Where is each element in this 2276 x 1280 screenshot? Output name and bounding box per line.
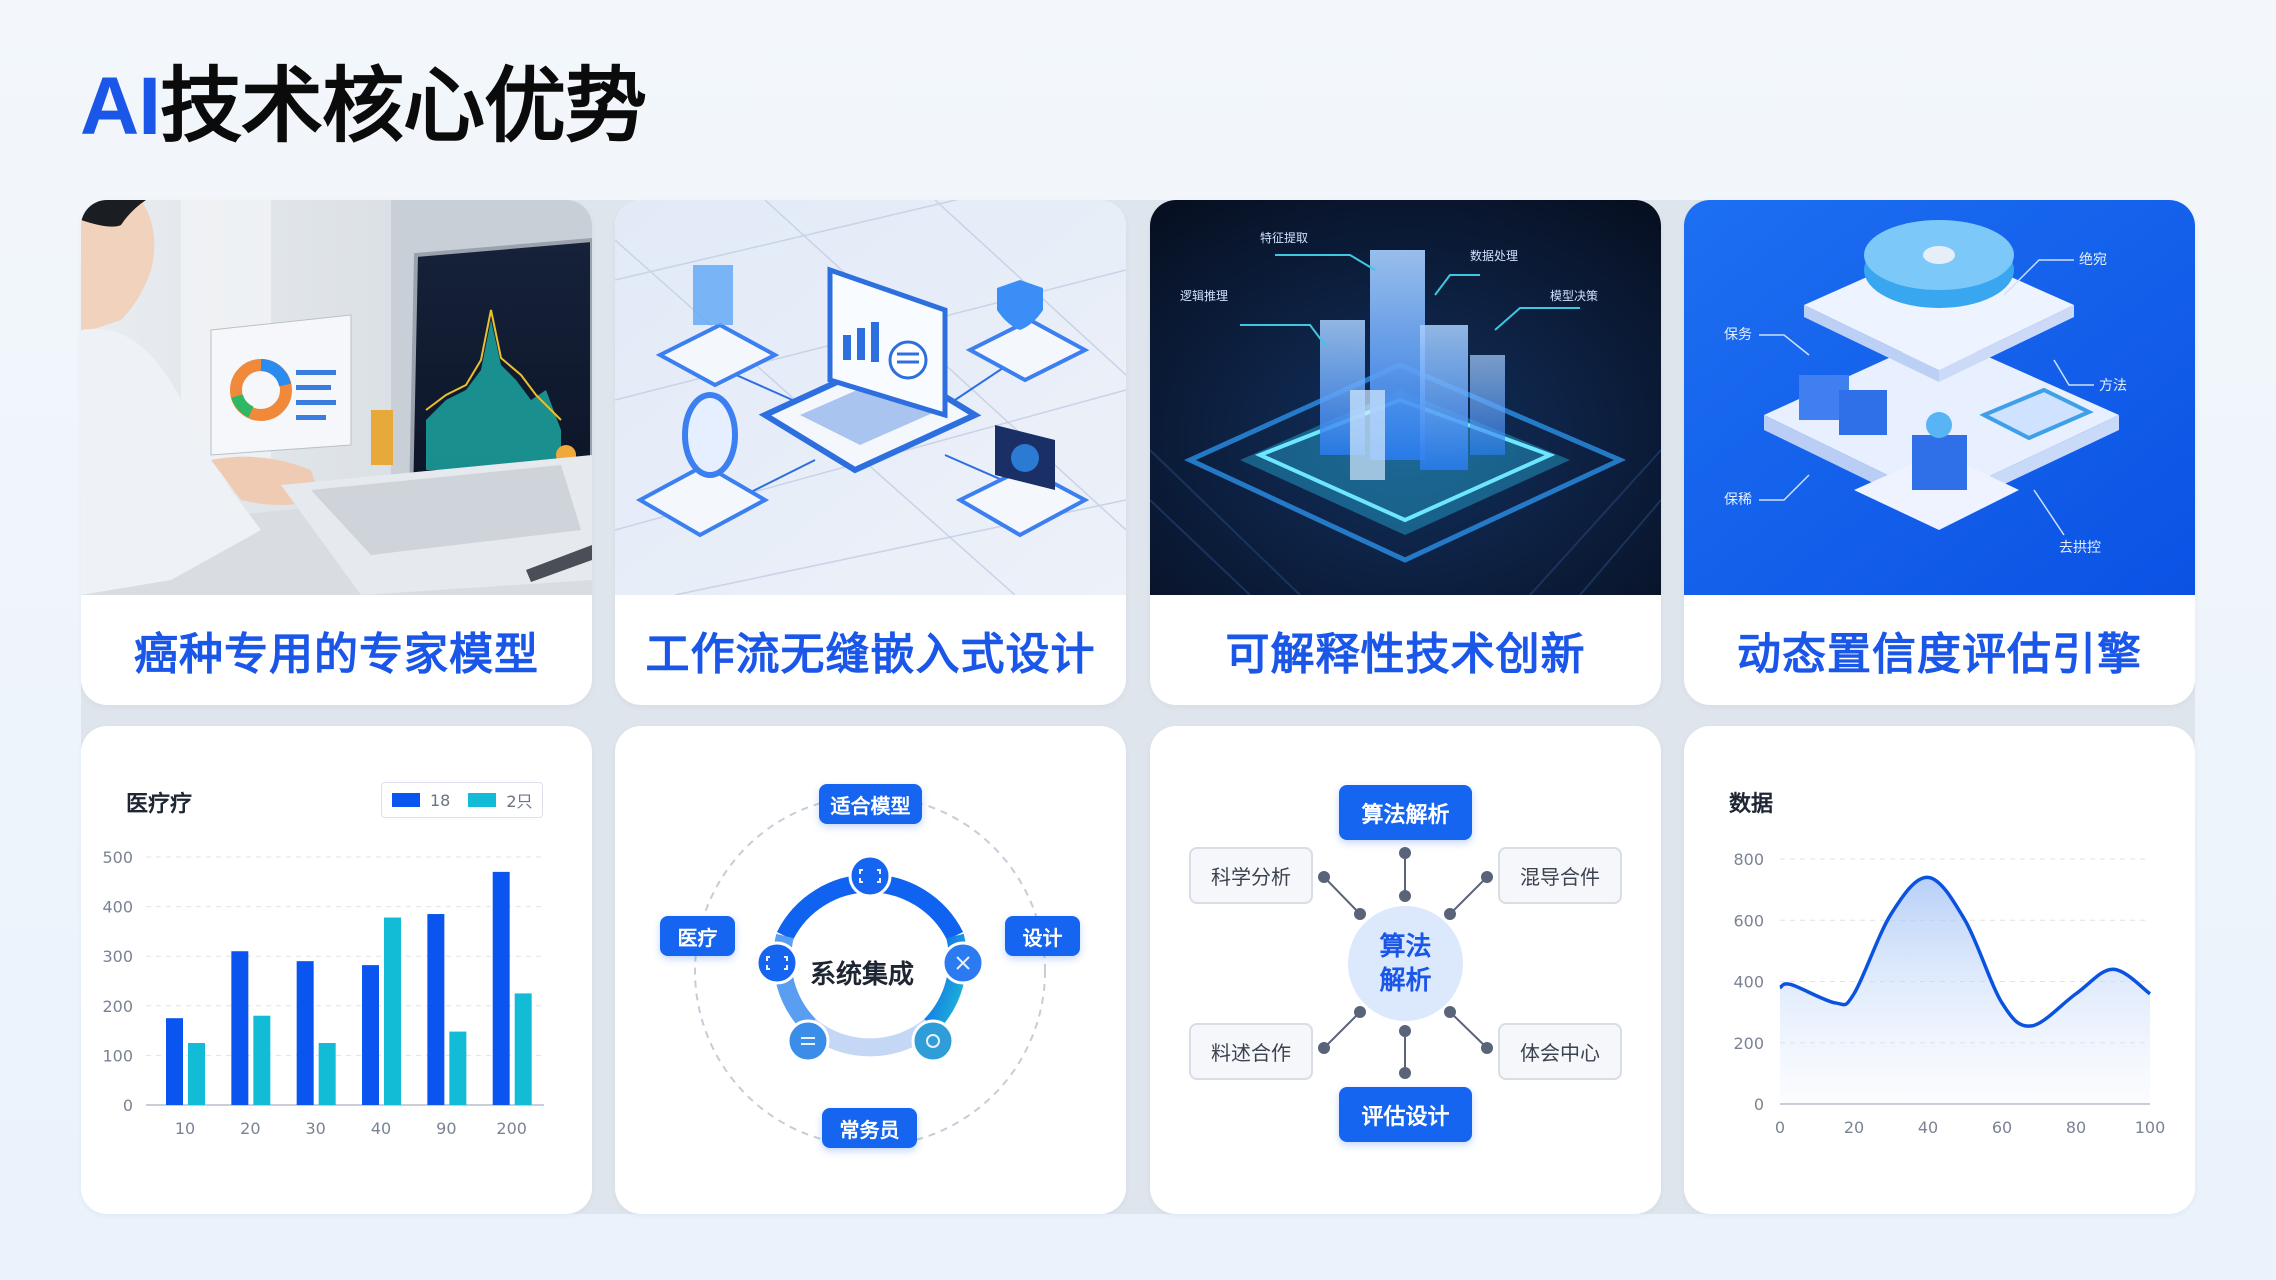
x-tick-label: 0 — [1775, 1118, 1785, 1137]
x-tick-label: 200 — [496, 1119, 527, 1138]
mindmap-connectors — [1318, 847, 1493, 1079]
tower-annotation: 数据处理 — [1470, 248, 1518, 263]
tower-annotation: 特征提取 — [1260, 230, 1308, 245]
ring-node-icon — [848, 854, 892, 898]
hub-line: 解析 — [1379, 965, 1432, 996]
bar — [427, 914, 445, 1105]
ring-node-icon — [911, 1019, 955, 1063]
y-tick-label: 800 — [1733, 850, 1764, 869]
ring-node-icon — [786, 1019, 830, 1063]
bar — [492, 871, 510, 1105]
platform-annotation: 绝宛 — [2079, 252, 2107, 268]
mindmap-node-left-bottom[interactable]: 料述合作 — [1189, 1023, 1313, 1080]
bar — [188, 1043, 205, 1105]
mindmap-node-right-bottom[interactable]: 体会中心 — [1498, 1023, 1622, 1080]
algorithm-mindmap-card: 算法解析 评估设计 算法 解析 科学分析 料述合作 混导合件 体会中心 — [1150, 726, 1661, 1214]
x-tick-label: 60 — [1992, 1118, 2012, 1137]
title-text: 技术核心优势 — [160, 59, 647, 154]
tower-annotation: 模型决策 — [1550, 289, 1598, 303]
bar — [362, 965, 380, 1105]
bar — [253, 1015, 271, 1105]
y-tick-label: 200 — [1733, 1034, 1764, 1053]
card-label: 工作流无缝嵌入式设计 — [645, 629, 1096, 680]
node-pill-bottom[interactable]: 常务员 — [822, 1108, 917, 1148]
mindmap-node-right-top[interactable]: 混导合件 — [1498, 847, 1622, 904]
bar — [384, 917, 402, 1105]
legend-swatch — [468, 793, 497, 807]
node-pill-left[interactable]: 医疗 — [660, 916, 735, 956]
card-label: 动态置信度评估引擎 — [1737, 629, 2142, 680]
bar — [231, 951, 249, 1105]
y-tick-label: 0 — [123, 1096, 133, 1115]
chart-legend: 18 2只 — [381, 782, 543, 818]
platform-annotation: 保务 — [1724, 327, 1752, 343]
legend-label: 18 — [430, 790, 451, 810]
x-tick-label: 100 — [2135, 1118, 2166, 1137]
bar-chart: 0 100 200 300 400 500 10 20 30 40 90 200 — [102, 848, 544, 1138]
mindmap-bottom-pill[interactable]: 评估设计 — [1339, 1087, 1472, 1142]
area-chart: 0 200 400 600 800 0 20 40 60 80 100 — [1733, 850, 2166, 1137]
hub-line: 算法 — [1379, 931, 1432, 962]
y-tick-label: 600 — [1733, 911, 1764, 930]
y-tick-label: 300 — [102, 947, 133, 966]
feature-card-explainability[interactable]: 逻辑推理 特征提取 数据处理 模型决策 可解释性技术创新 — [1150, 200, 1661, 705]
bar — [514, 993, 532, 1105]
mindmap-node-left-top[interactable]: 科学分析 — [1189, 847, 1313, 904]
area-fill — [1780, 877, 2150, 1104]
legend-swatch — [392, 793, 420, 807]
doctor-laptop-illustration — [81, 200, 592, 595]
x-tick-label: 30 — [305, 1119, 325, 1138]
ring-node-icon — [755, 941, 799, 985]
legend-label: 2只 — [506, 792, 533, 811]
x-tick-label: 10 — [175, 1119, 195, 1138]
layered-platform-illustration: 绝宛 保务 方法 保稀 去拱控 — [1684, 200, 2195, 595]
y-tick-label: 0 — [1754, 1095, 1764, 1114]
bar — [166, 1018, 183, 1105]
legend-item: 18 — [392, 791, 450, 810]
node-pill-right[interactable]: 设计 — [1005, 916, 1080, 956]
bar — [449, 1031, 467, 1105]
line-series — [1779, 875, 2152, 1028]
y-tick-label: 100 — [102, 1046, 133, 1065]
mindmap-top-pill[interactable]: 算法解析 — [1339, 785, 1472, 840]
area-chart-card: 数据 0 200 400 600 800 0 20 40 60 80 100 — [1684, 726, 2195, 1214]
bar — [296, 961, 314, 1105]
title-prefix: AI — [80, 61, 161, 152]
mindmap-hub: 算法 解析 — [1348, 906, 1463, 1021]
ring-center-label: 系统集成 — [810, 960, 915, 990]
platform-annotation: 保稀 — [1724, 492, 1752, 508]
page-title: AI技术核心优势 — [80, 52, 647, 162]
card-label: 癌种专用的专家模型 — [134, 629, 539, 680]
x-tick-label: 80 — [2066, 1118, 2086, 1137]
y-tick-label: 500 — [102, 848, 133, 867]
legend-item: 2只 — [468, 788, 533, 812]
platform-annotation: 方法 — [2099, 378, 2127, 394]
workflow-network-illustration — [615, 200, 1126, 595]
system-integration-card: 系统集成 适合模型 设计 常务员 医疗 — [615, 726, 1126, 1214]
bar — [318, 1043, 336, 1105]
feature-card-workflow[interactable]: 工作流无缝嵌入式设计 — [615, 200, 1126, 705]
chart-title: 医疗疗 — [126, 792, 193, 817]
feature-card-expert-model[interactable]: 癌种专用的专家模型 — [81, 200, 592, 705]
data-towers-illustration: 逻辑推理 特征提取 数据处理 模型决策 — [1150, 200, 1661, 595]
card-label: 可解释性技术创新 — [1225, 629, 1586, 680]
x-tick-label: 20 — [240, 1119, 260, 1138]
x-tick-label: 20 — [1844, 1118, 1864, 1137]
y-tick-label: 400 — [102, 898, 133, 917]
x-tick-label: 40 — [1918, 1118, 1938, 1137]
chart-title: 数据 — [1729, 792, 1774, 817]
bar-chart-card: 医疗疗 18 2只 0 100 200 300 400 500 10 20 30 40 90 200 — [81, 726, 592, 1214]
node-pill-top[interactable]: 适合模型 — [819, 784, 922, 824]
y-tick-label: 400 — [1733, 973, 1764, 992]
platform-annotation: 去拱控 — [2059, 540, 2101, 556]
x-tick-label: 90 — [436, 1119, 456, 1138]
x-tick-label: 40 — [371, 1119, 391, 1138]
y-tick-label: 200 — [102, 997, 133, 1016]
feature-card-confidence-engine[interactable]: 绝宛 保务 方法 保稀 去拱控 动态置信度评估引擎 — [1684, 200, 2195, 705]
tower-annotation: 逻辑推理 — [1180, 289, 1228, 303]
integration-ring — [694, 795, 1046, 1147]
